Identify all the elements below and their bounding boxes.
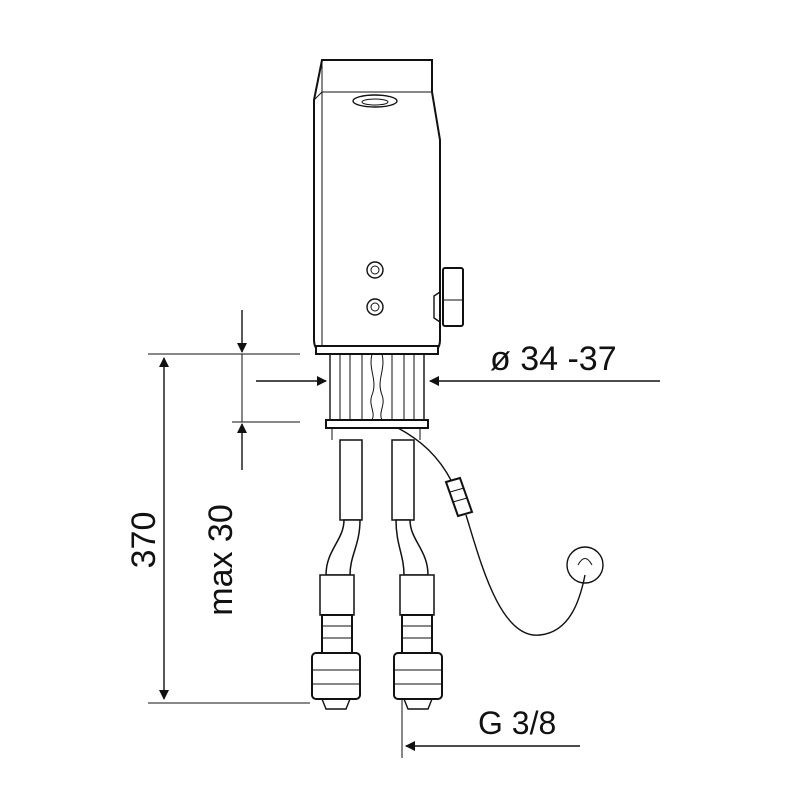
base-ring bbox=[315, 345, 439, 355]
deck-thickness-label: max 30 bbox=[202, 504, 240, 616]
side-lever bbox=[433, 267, 464, 327]
left-nut bbox=[311, 614, 361, 710]
dimension-hole-diameter: ø 34 -37 bbox=[256, 340, 660, 386]
cable-connector bbox=[444, 476, 474, 518]
dimension-connection-thread: G 3/8 bbox=[401, 700, 580, 758]
right-hose bbox=[391, 439, 443, 710]
dimension-total-height: 370 bbox=[125, 353, 310, 704]
faucet-body bbox=[313, 59, 464, 355]
sensor-cable bbox=[397, 427, 604, 636]
right-nut bbox=[393, 614, 443, 710]
total-height-label: 370 bbox=[125, 512, 163, 569]
sensor-window bbox=[352, 94, 398, 108]
hole-diameter-label: ø 34 -37 bbox=[490, 340, 617, 378]
mounting-shank bbox=[325, 353, 429, 440]
connection-thread-label: G 3/8 bbox=[478, 705, 556, 741]
screw-bottom bbox=[366, 298, 384, 316]
screw-top bbox=[366, 261, 384, 279]
left-hose bbox=[311, 439, 363, 710]
dimension-deck-thickness: max 30 bbox=[202, 310, 300, 616]
cable-loop bbox=[566, 546, 604, 584]
